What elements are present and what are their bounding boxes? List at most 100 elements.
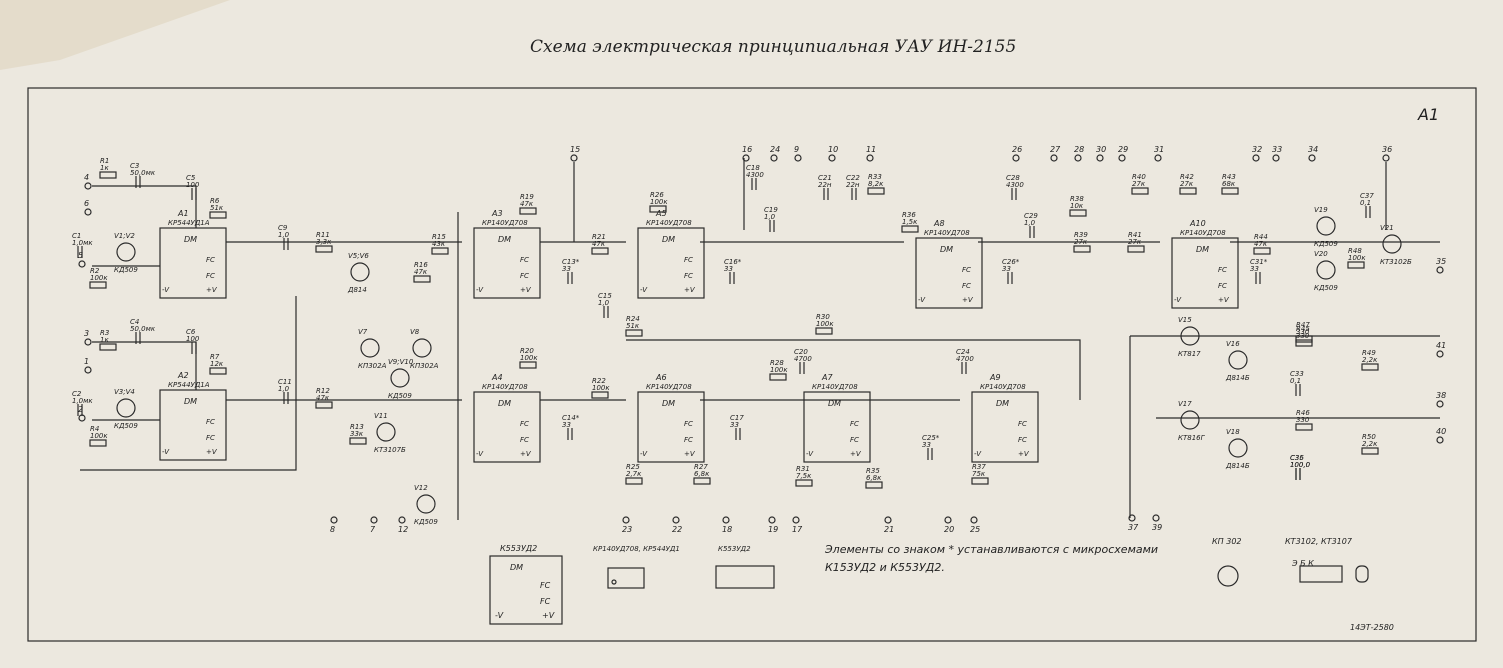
svg-text:R26: R26	[650, 191, 664, 199]
svg-text:23: 23	[622, 525, 632, 534]
terminal-30: 30	[1096, 145, 1106, 162]
svg-text:DM: DM	[510, 563, 523, 572]
svg-text:6: 6	[84, 199, 89, 208]
schematic-title: Схема электрическая принципиальная УАУ И…	[530, 37, 1016, 57]
svg-text:V1;V2: V1;V2	[114, 232, 135, 240]
svg-text:КР140УД708: КР140УД708	[646, 383, 692, 391]
svg-text:100к: 100к	[520, 354, 538, 362]
svg-text:11: 11	[866, 145, 876, 154]
svg-text:R1: R1	[100, 157, 109, 165]
svg-text:R24: R24	[626, 315, 640, 323]
svg-text:C28: C28	[1006, 174, 1020, 182]
svg-text:100к: 100к	[770, 366, 788, 374]
package-dip14: К553УД2	[715, 545, 775, 589]
terminal-8: 8	[330, 516, 338, 534]
svg-text:C16*: C16*	[724, 258, 742, 266]
svg-text:КР544УД1А: КР544УД1А	[168, 381, 210, 389]
terminal-12: 12	[398, 516, 408, 534]
svg-text:FC: FC	[206, 256, 215, 264]
svg-text:КД509: КД509	[114, 266, 138, 274]
svg-text:R37: R37	[972, 463, 986, 471]
svg-text:+V: +V	[520, 450, 532, 458]
svg-text:DM: DM	[996, 399, 1009, 408]
terminal-16: 16	[742, 145, 752, 162]
svg-text:1к: 1к	[100, 164, 109, 172]
svg-text:68к: 68к	[1222, 180, 1236, 188]
svg-text:37: 37	[1128, 523, 1139, 532]
svg-text:330: 330	[1296, 416, 1310, 424]
svg-text:V9;V10: V9;V10	[388, 358, 414, 366]
svg-text:DM: DM	[662, 235, 675, 244]
svg-text:26: 26	[1012, 145, 1022, 154]
svg-text:47к: 47к	[1254, 240, 1268, 248]
svg-text:C31*: C31*	[1250, 258, 1268, 266]
svg-text:FC: FC	[520, 436, 529, 444]
svg-text:R12: R12	[316, 387, 330, 395]
svg-text:КР140УД708: КР140УД708	[646, 219, 692, 227]
svg-text:33: 33	[922, 441, 931, 449]
svg-text:4300: 4300	[746, 171, 764, 179]
terminal-20: 20	[944, 516, 954, 534]
svg-text:33к: 33к	[350, 430, 364, 438]
svg-text:47к: 47к	[592, 240, 606, 248]
capacitor-c26: C26*33	[1002, 258, 1020, 284]
svg-text:V21: V21	[1380, 224, 1394, 232]
capacitor-c2: C21,0мк	[72, 390, 93, 416]
terminal-35: 35	[1436, 257, 1446, 274]
svg-text:КР140УД708: КР140УД708	[482, 383, 528, 391]
svg-text:КР140УД708: КР140УД708	[980, 383, 1026, 391]
svg-text:R19: R19	[520, 193, 534, 201]
svg-text:FC: FC	[850, 436, 859, 444]
svg-text:C19: C19	[764, 206, 778, 214]
svg-text:DM: DM	[828, 399, 841, 408]
svg-text:R42: R42	[1180, 173, 1194, 181]
svg-text:FC: FC	[206, 272, 215, 280]
svg-text:35: 35	[1436, 257, 1446, 266]
svg-text:V16: V16	[1226, 340, 1240, 348]
svg-text:FC: FC	[962, 282, 971, 290]
svg-text:DM: DM	[184, 397, 197, 406]
terminal-41: 41	[1436, 341, 1446, 358]
terminal-29: 29	[1118, 145, 1128, 162]
svg-text:+V: +V	[542, 611, 555, 620]
svg-text:R21: R21	[592, 233, 606, 241]
svg-text:330: 330	[1296, 328, 1310, 336]
wire	[92, 185, 197, 228]
terminal-37: 37	[1128, 514, 1139, 532]
svg-text:100,0: 100,0	[1290, 461, 1311, 469]
terminal-4: 4	[84, 173, 92, 190]
svg-text:10к: 10к	[1070, 202, 1084, 210]
svg-text:FC: FC	[1218, 266, 1227, 274]
terminal-6: 6	[84, 199, 92, 216]
svg-text:R38: R38	[1070, 195, 1084, 203]
svg-text:A6: A6	[655, 373, 667, 382]
svg-text:V19: V19	[1314, 206, 1328, 214]
svg-text:33: 33	[724, 265, 733, 273]
svg-text:C22: C22	[846, 174, 860, 182]
svg-text:К553УД2: К553УД2	[718, 545, 751, 553]
svg-text:33: 33	[1272, 145, 1282, 154]
svg-text:1,0: 1,0	[278, 385, 290, 393]
svg-text:R13: R13	[350, 423, 364, 431]
svg-text:4700: 4700	[794, 355, 812, 363]
svg-text:R22: R22	[592, 377, 606, 385]
svg-text:27к: 27к	[1180, 180, 1194, 188]
